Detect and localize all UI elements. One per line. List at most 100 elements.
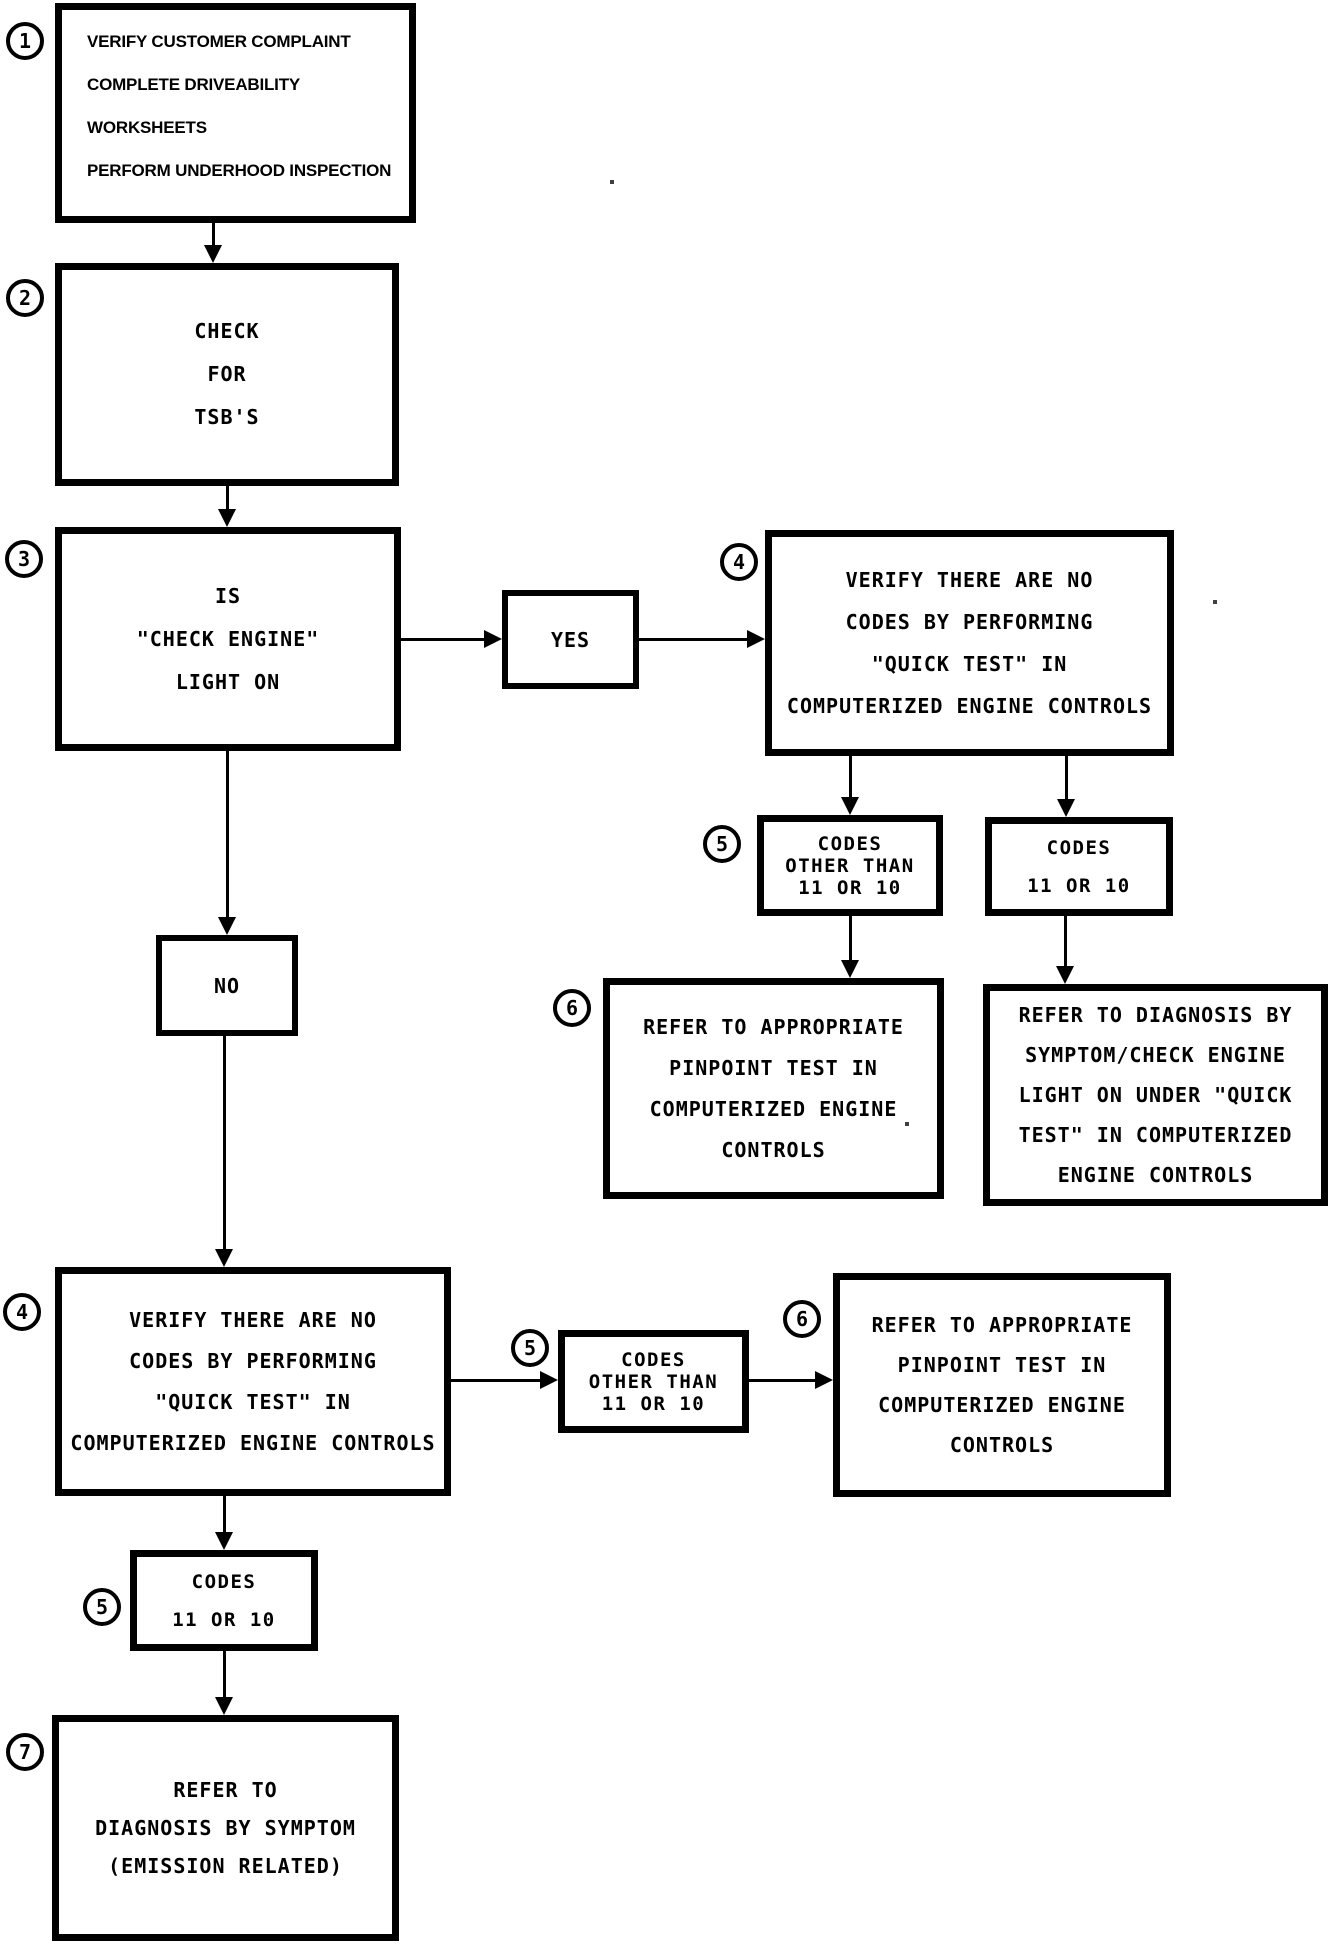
step-badge-7: 7 [6, 1733, 44, 1771]
node-text-line: VERIFY THERE ARE NO [845, 568, 1094, 592]
node-text-line: CODES [191, 1570, 257, 1593]
arrow-codes-11-10-to-step7 [223, 1651, 226, 1704]
node-verify-customer-complaint: VERIFY CUSTOMER COMPLAINT COMPLETE DRIVE… [55, 3, 416, 223]
node-text-line: CODES [817, 832, 883, 855]
arrowhead-step1-to-step2 [204, 245, 222, 263]
node-text-line: 11 OR 10 [798, 876, 902, 899]
arrow-step3-to-yes [401, 638, 491, 641]
node-text-line: IS [214, 583, 242, 608]
step-badge-4-bottom: 4 [3, 1293, 41, 1331]
node-no: NO [156, 935, 298, 1036]
arrowhead-codes-other-to-step6-top [841, 960, 859, 978]
scan-artifact-dot [610, 180, 614, 184]
arrow-step1-to-step2 [212, 223, 215, 251]
step-badge-1: 1 [6, 22, 44, 60]
node-is-check-engine-light-on: IS "CHECK ENGINE" LIGHT ON [55, 527, 401, 751]
node-text-line: "QUICK TEST" IN [871, 652, 1068, 676]
step-badge-4-top: 4 [720, 543, 758, 581]
node-text-line: OTHER THAN [588, 1370, 719, 1393]
node-refer-pinpoint-test-top: REFER TO APPROPRIATE PINPOINT TEST IN CO… [603, 978, 944, 1199]
node-text-line: LIGHT ON UNDER "QUICK [1018, 1083, 1293, 1107]
arrowhead-yes-to-step4-top [747, 630, 765, 648]
node-refer-diagnosis-by-symptom-right: REFER TO DIAGNOSIS BY SYMPTOM/CHECK ENGI… [983, 984, 1328, 1206]
node-text-line: COMPUTERIZED ENGINE [878, 1393, 1126, 1417]
node-codes-11-or-10-top: CODES 11 OR 10 [985, 817, 1173, 916]
arrowhead-step2-to-step3 [218, 509, 236, 527]
node-text-line: 11 OR 10 [1027, 874, 1131, 897]
step-badge-6-top: 6 [553, 989, 591, 1027]
node-text-line: REFER TO [173, 1778, 278, 1802]
node-verify-no-codes-bottom: VERIFY THERE ARE NO CODES BY PERFORMING … [55, 1267, 451, 1496]
step-badge-5-middle: 5 [511, 1329, 549, 1367]
node-text-line: "CHECK ENGINE" [136, 626, 320, 651]
arrowhead-step4top-to-codes-other [841, 797, 859, 815]
step-badge-6-bottom: 6 [783, 1300, 821, 1338]
arrow-no-to-step4-bottom [223, 1036, 226, 1255]
node-text-line: LIGHT ON [175, 669, 281, 694]
node-check-for-tsbs: CHECK FOR TSB'S [55, 263, 399, 486]
step-badge-2: 2 [6, 279, 44, 317]
arrowhead-codes-11-10-to-diagnosis [1056, 966, 1074, 984]
node-refer-diagnosis-emission: REFER TO DIAGNOSIS BY SYMPTOM (EMISSION … [52, 1715, 399, 1941]
node-text-line: CHECK [194, 319, 260, 343]
scan-artifact-dot [1213, 600, 1217, 604]
node-text-line: CODES BY PERFORMING [129, 1348, 377, 1373]
node-codes-other-than-top: CODES OTHER THAN 11 OR 10 [757, 815, 943, 916]
arrow-codes-other-to-step6-top [849, 916, 852, 967]
arrowhead-step4bottom-to-codes-other [540, 1371, 558, 1389]
arrow-step4top-to-codes-other [849, 756, 852, 804]
node-text-line: COMPUTERIZED ENGINE [649, 1096, 898, 1121]
node-yes: YES [502, 590, 639, 689]
node-text-line: PERFORM UNDERHOOD INSPECTION [87, 161, 392, 180]
arrowhead-step3-to-yes [484, 630, 502, 648]
node-text-line: VERIFY CUSTOMER COMPLAINT [87, 32, 351, 51]
node-text-line: VERIFY THERE ARE NO [129, 1307, 377, 1332]
arrow-codes-other-to-step6-bottom [749, 1379, 822, 1382]
arrowhead-step3-to-no [218, 917, 236, 935]
arrow-step4top-to-codes-11-10 [1065, 756, 1068, 806]
node-text-line: DIAGNOSIS BY SYMPTOM [95, 1816, 356, 1840]
node-text-line: CODES [621, 1348, 686, 1371]
node-text-line: 11 OR 10 [172, 1608, 276, 1631]
node-codes-11-or-10-bottom: CODES 11 OR 10 [130, 1550, 318, 1651]
node-text-line: YES [550, 627, 591, 652]
node-text-line: FOR [207, 362, 247, 386]
arrow-yes-to-step4-top [639, 638, 754, 641]
scan-artifact-dot [905, 1122, 909, 1126]
node-text-line: ENGINE CONTROLS [1057, 1163, 1254, 1187]
arrow-step3-to-no [226, 751, 229, 923]
node-text-line: "QUICK TEST" IN [155, 1389, 351, 1414]
step-badge-5-top: 5 [703, 825, 741, 863]
node-text-line: COMPLETE DRIVEABILITY WORKSHEETS [87, 75, 300, 137]
node-text-line: TSB'S [194, 405, 260, 429]
arrowhead-step4top-to-codes-11-10 [1057, 799, 1075, 817]
node-text-line: REFER TO APPROPRIATE [643, 1014, 904, 1039]
node-text-line: REFER TO APPROPRIATE [871, 1313, 1133, 1337]
node-text-line: CONTROLS [949, 1433, 1055, 1457]
node-text-line: 11 OR 10 [601, 1392, 706, 1415]
node-text-line: COMPUTERIZED ENGINE CONTROLS [70, 1430, 436, 1455]
step-badge-3: 3 [5, 540, 43, 578]
arrowhead-codes-other-to-step6-bottom [815, 1371, 833, 1389]
arrowhead-no-to-step4-bottom [215, 1249, 233, 1267]
node-text-line: PINPOINT TEST IN [669, 1055, 878, 1080]
node-text-line: OTHER THAN [785, 854, 915, 877]
node-codes-other-than-bottom: CODES OTHER THAN 11 OR 10 [558, 1330, 749, 1433]
arrow-step4bottom-to-codes-other [451, 1379, 547, 1382]
arrowhead-codes-11-10-to-step7 [215, 1697, 233, 1715]
arrow-codes-11-10-to-diagnosis [1064, 916, 1067, 973]
node-text-line: CONTROLS [721, 1137, 826, 1162]
node-text-line: (EMISSION RELATED) [108, 1854, 343, 1878]
arrow-step4bottom-to-codes-11-10 [223, 1496, 226, 1539]
node-text-line: CODES BY PERFORMING [845, 610, 1094, 634]
node-text-line: TEST" IN COMPUTERIZED [1018, 1123, 1293, 1147]
node-verify-no-codes-top: VERIFY THERE ARE NO CODES BY PERFORMING … [765, 530, 1174, 756]
arrowhead-step4bottom-to-codes-11-10 [215, 1532, 233, 1550]
node-text-line: REFER TO DIAGNOSIS BY [1018, 1003, 1293, 1027]
step-badge-5-bottom: 5 [83, 1588, 121, 1626]
node-text-line: SYMPTOM/CHECK ENGINE [1025, 1043, 1286, 1067]
node-refer-pinpoint-test-bottom: REFER TO APPROPRIATE PINPOINT TEST IN CO… [833, 1273, 1171, 1497]
node-text-line: COMPUTERIZED ENGINE CONTROLS [786, 694, 1153, 718]
arrow-step2-to-step3 [226, 486, 229, 515]
